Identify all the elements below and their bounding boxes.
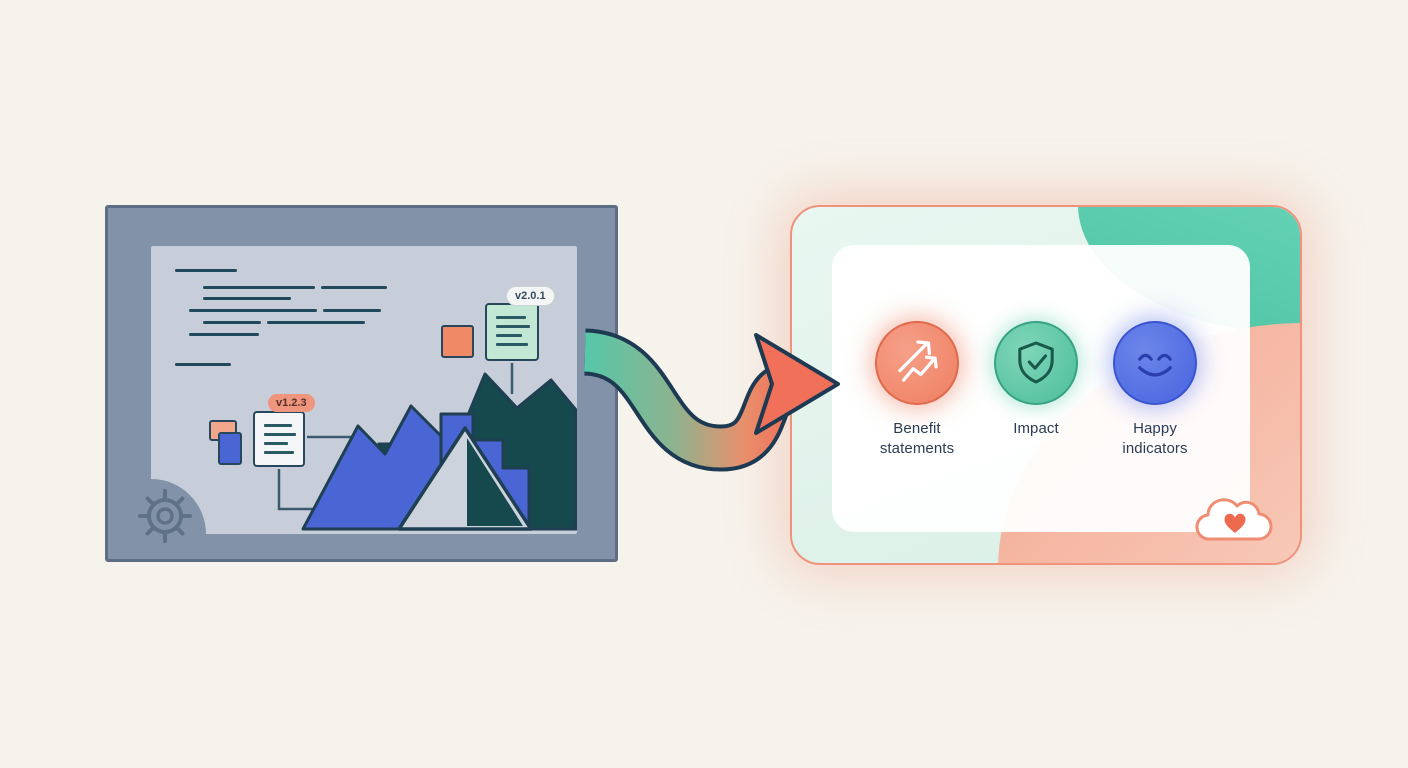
version-badge-new: v2.0.1	[506, 286, 555, 306]
benefit-statements-bubble	[875, 321, 959, 405]
happy-indicators-bubble	[1113, 321, 1197, 405]
document-icon	[485, 303, 539, 361]
benefits-card: Benefit statements Impact Happy indicato…	[790, 205, 1302, 565]
happy-indicators-label: Happy indicators	[1122, 420, 1188, 458]
trending-arrows-icon	[898, 340, 938, 382]
source-code-panel: v2.0.1 v1.2.3	[105, 205, 618, 562]
version-badge-old: v1.2.3	[268, 394, 315, 412]
impact-bubble	[994, 321, 1078, 405]
transform-arrow-icon	[582, 328, 840, 472]
code-lines	[175, 269, 415, 369]
cloud-heart-icon	[1195, 498, 1273, 541]
smiley-face-icon	[1138, 353, 1172, 377]
document-icon	[253, 411, 305, 467]
orange-block	[441, 325, 474, 358]
gear-icon	[138, 489, 192, 543]
benefit-statements-label: Benefit statements	[879, 420, 955, 458]
blue-block	[218, 432, 242, 465]
shield-check-icon	[1018, 341, 1054, 384]
impact-label: Impact	[1013, 420, 1059, 437]
mountain-chart	[301, 372, 577, 531]
